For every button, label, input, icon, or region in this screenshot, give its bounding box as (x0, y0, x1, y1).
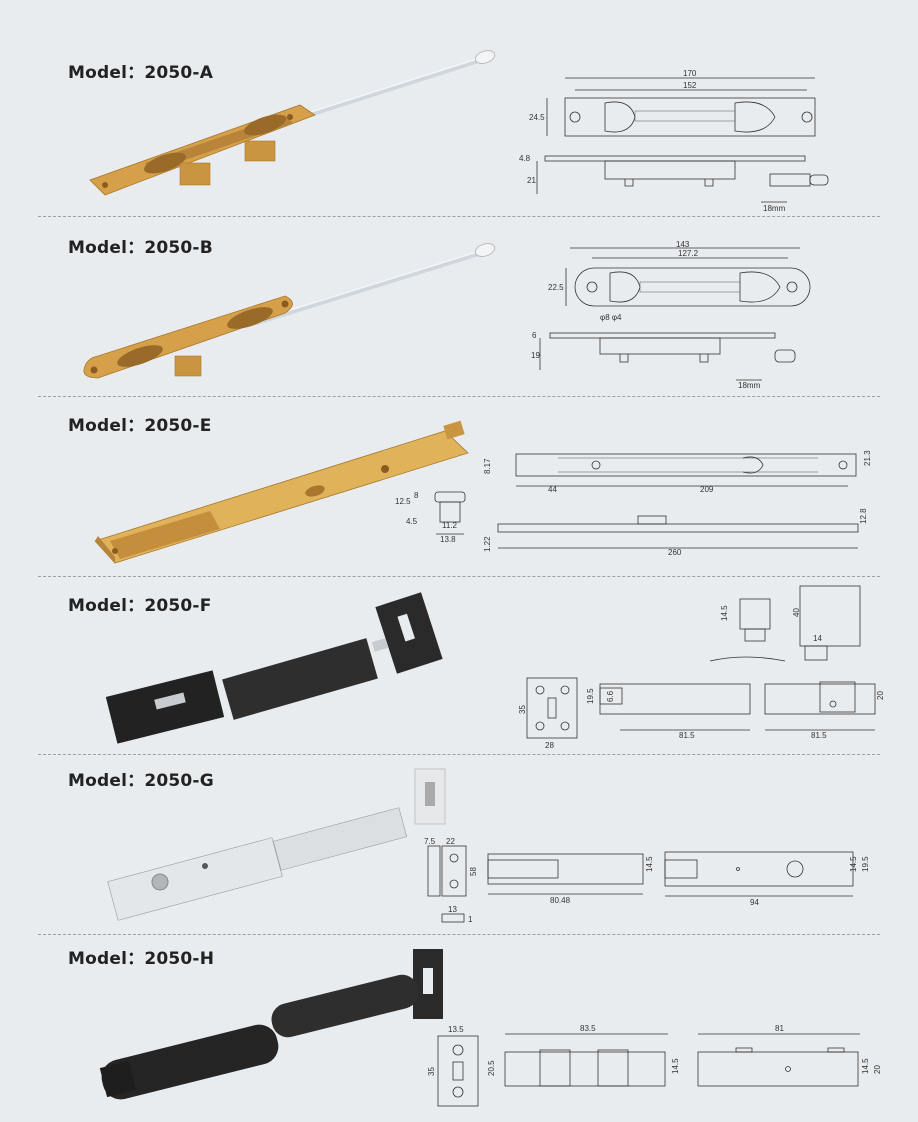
separator-4 (38, 754, 880, 755)
section-view-2050-e: 12.5 8 11.2 4.5 13.8 (395, 491, 466, 544)
technical-drawing-2050-a: 170 152 24.5 4.8 21 18mm (519, 69, 829, 213)
dim-a-152: 152 (683, 81, 697, 90)
dim-b-phi: φ8 φ4 (600, 313, 622, 322)
product-photo-2050-h (99, 949, 443, 1100)
section-2050-e: Model：2050-E 12.5 8 11.2 4.5 13.8 8.17 4… (0, 396, 918, 577)
section-view-2050-f: 14.5 40 14 (709, 585, 861, 662)
dim-h-35: 35 (427, 1067, 436, 1076)
dim-g-58: 58 (469, 867, 478, 876)
dim-a-170: 170 (683, 69, 697, 78)
dim-g-13: 13 (448, 905, 457, 914)
section-2050-g: Model：2050-G 7.5 22 58 13 1 14.5 80.48 1… (0, 754, 918, 935)
dim-e-13-8: 13.8 (440, 535, 456, 544)
product-photo-2050-g (107, 768, 446, 921)
technical-drawing-2050-h: 13.5 35 83.5 20.5 14.5 81 14.5 20 (427, 1024, 882, 1107)
dim-f-28: 28 (545, 741, 554, 750)
section-2050-h: Model：2050-H 13.5 35 83.5 20.5 14.5 81 1… (0, 934, 918, 1120)
dim-g-94: 94 (750, 898, 759, 907)
model-title-2050-a: Model：2050-A (68, 63, 214, 83)
dim-g-14-5-b: 14.5 (849, 856, 858, 872)
model-title-2050-b: Model：2050-B (68, 238, 213, 258)
dim-g-1: 1 (468, 915, 473, 924)
separator-3 (38, 576, 880, 577)
dim-e-4-5: 4.5 (406, 517, 418, 526)
section-2050-a: Model：2050-A 170 152 24.5 4.8 (0, 0, 918, 218)
model-title-2050-e: Model：2050-E (68, 416, 212, 436)
dim-b-6: 6 (532, 331, 537, 340)
dim-f-20: 20 (876, 691, 885, 700)
dim-h-83-5: 83.5 (580, 1024, 596, 1033)
dim-e-21-3: 21.3 (863, 450, 872, 466)
technical-drawing-2050-e: 8.17 44 209 21.3 12.8 1.22 260 (483, 450, 872, 557)
dim-b-143: 143 (676, 240, 690, 249)
dim-f-81-5-b: 81.5 (811, 731, 827, 740)
dim-f-40: 40 (792, 608, 801, 617)
dim-f-6-6: 6.6 (606, 690, 615, 702)
section-2050-f: Model：2050-F 14.5 40 14 35 28 19.5 6.6 8… (0, 576, 918, 755)
model-title-2050-h: Model：2050-H (68, 949, 215, 969)
dim-a-4-8: 4.8 (519, 154, 531, 163)
dim-g-80-48: 80.48 (550, 896, 571, 905)
dim-e-12-5: 12.5 (395, 497, 411, 506)
technical-drawing-2050-g: 7.5 22 58 13 1 14.5 80.48 19.5 14.5 94 (424, 837, 870, 924)
dim-e-8: 8 (414, 491, 419, 500)
dim-h-14-5-b: 14.5 (861, 1058, 870, 1074)
dim-b-22-5: 22.5 (548, 283, 564, 292)
dim-a-24-5: 24.5 (529, 113, 545, 122)
dim-e-44: 44 (548, 485, 557, 494)
dim-f-19-5: 19.5 (586, 688, 595, 704)
product-photo-2050-a (89, 50, 496, 196)
dim-h-20: 20 (873, 1065, 882, 1074)
dim-b-19: 19 (531, 351, 540, 360)
section-2050-b: Model：2050-B 143 127.2 22.5 φ8 φ4 6 19 (0, 218, 918, 397)
dim-g-7-5: 7.5 (424, 837, 436, 846)
dim-f-14: 14 (813, 634, 822, 643)
dim-e-8-17: 8.17 (483, 458, 492, 474)
technical-drawing-2050-f: 35 28 19.5 6.6 81.5 20 81.5 (518, 677, 885, 750)
dim-e-12-8: 12.8 (859, 508, 868, 524)
dim-a-21: 21 (527, 176, 536, 185)
product-photo-2050-e (94, 420, 469, 564)
dim-e-1-22: 1.22 (483, 536, 492, 552)
dim-e-209: 209 (700, 485, 714, 494)
dim-h-13-5: 13.5 (448, 1025, 464, 1034)
dim-g-22: 22 (446, 837, 455, 846)
dim-g-19-5: 19.5 (861, 856, 870, 872)
dim-h-20-5: 20.5 (487, 1060, 496, 1076)
dim-f-81-5-a: 81.5 (679, 731, 695, 740)
dim-b-18mm: 18mm (738, 381, 761, 390)
dim-e-260: 260 (668, 548, 682, 557)
technical-drawing-2050-b: 143 127.2 22.5 φ8 φ4 6 19 18mm (531, 240, 811, 390)
dim-f-35: 35 (518, 705, 527, 714)
dim-g-14-5: 14.5 (645, 856, 654, 872)
separator-1 (38, 216, 880, 217)
dim-h-14-5: 14.5 (671, 1058, 680, 1074)
model-title-2050-f: Model：2050-F (68, 596, 212, 616)
product-photo-2050-f (105, 592, 443, 744)
separator-5 (38, 934, 880, 935)
dim-a-18mm: 18mm (763, 204, 786, 213)
separator-2 (38, 396, 880, 397)
dim-h-81: 81 (775, 1024, 784, 1033)
dim-f-14-5: 14.5 (720, 605, 729, 621)
dim-e-11-2: 11.2 (442, 521, 458, 530)
dim-b-127-2: 127.2 (678, 249, 699, 258)
product-photo-2050-b (83, 243, 496, 379)
model-title-2050-g: Model：2050-G (68, 771, 214, 791)
